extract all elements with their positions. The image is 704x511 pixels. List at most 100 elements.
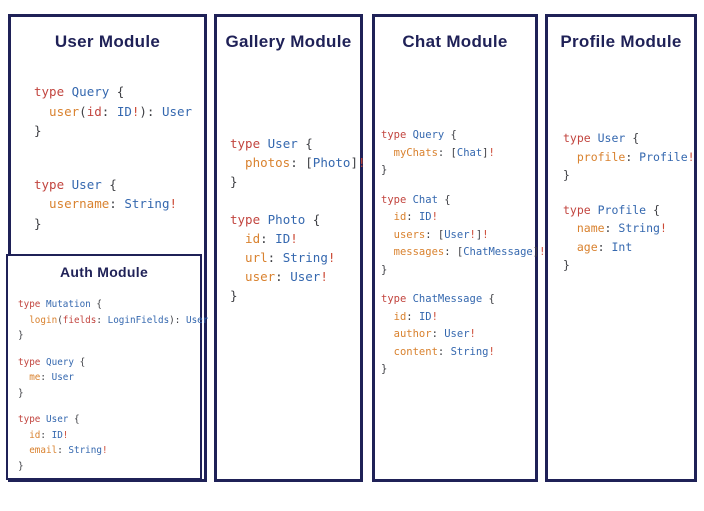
code-token: ] — [532, 246, 540, 258]
code-token: : [ — [437, 146, 457, 159]
code-token: type — [381, 129, 413, 141]
code-token: : — [625, 149, 640, 164]
code-token: ID — [116, 103, 132, 119]
code-token: ! — [539, 246, 546, 258]
code-token: ! — [290, 231, 298, 246]
code-token: } — [230, 174, 238, 189]
code-token: me — [18, 372, 41, 383]
code-line: } — [18, 386, 200, 402]
code-line: login(fields: LoginFields): User — [18, 313, 208, 329]
module-title-profile: Profile Module — [560, 32, 682, 51]
code-token: user — [230, 269, 276, 284]
code-token: ! — [62, 429, 69, 441]
code-token: content — [381, 345, 438, 358]
code-token: profile — [563, 149, 626, 164]
code-block: type Mutation { login(fields: LoginField… — [18, 297, 208, 344]
code-token: User — [290, 269, 321, 284]
code-token: ! — [320, 269, 328, 284]
code-token: : — [431, 328, 445, 340]
code-line: type Chat { — [381, 192, 535, 210]
module-card-profile: Profile Module type User { profile: Prof… — [545, 14, 697, 482]
code-token: ID — [275, 231, 291, 246]
code-line: } — [18, 328, 200, 344]
code-token: ! — [101, 445, 108, 456]
code-token: ): — [139, 103, 162, 119]
code-line: type Query { — [381, 127, 535, 145]
code-token: Chat — [412, 193, 445, 206]
code-token: : — [96, 314, 108, 326]
code-token: : — [260, 231, 276, 246]
code-token: : [ — [290, 155, 313, 170]
code-token: Chat — [456, 146, 483, 159]
code-token: type — [34, 84, 72, 99]
code-block: type Query { myChats: [Chat]!} — [381, 127, 535, 180]
code-token: ! — [131, 103, 140, 119]
code-line: users: [User!]! — [381, 227, 535, 245]
code-block: type Photo { id: ID! url: String! user: … — [230, 210, 360, 305]
code-token: User — [597, 131, 633, 145]
code-line: } — [381, 162, 535, 180]
code-line: content: String! — [381, 344, 535, 362]
code-line: } — [34, 121, 204, 141]
code-token: ID — [51, 429, 63, 441]
code-token: : — [604, 221, 619, 235]
code-token: type — [381, 193, 413, 206]
code-token: String — [618, 221, 660, 235]
code-token: { — [74, 414, 80, 425]
code-token: age — [563, 239, 598, 254]
code-token: username — [34, 196, 110, 211]
code-token: User — [185, 314, 209, 326]
code-token: ID — [418, 310, 432, 323]
code-line: id: ID! — [381, 209, 535, 227]
code-line: me: User — [18, 370, 200, 386]
code-token: id — [230, 231, 261, 246]
code-line: photos: [Photo]! — [230, 153, 365, 172]
code-token: } — [381, 363, 388, 375]
code-token: users — [381, 228, 426, 241]
code-token: ! — [169, 196, 178, 211]
code-line: type Mutation { — [18, 297, 200, 313]
code-line: type Query { — [34, 82, 204, 102]
code-block: type Query { me: User} — [18, 355, 200, 402]
code-token: email — [18, 445, 58, 456]
code-token: myChats — [381, 146, 438, 159]
code-token: photos — [230, 155, 291, 170]
module-card-gallery: Gallery Module type User { photos: [Phot… — [214, 14, 366, 482]
code-block: type User { profile: Profile!} — [563, 129, 695, 185]
code-line: } — [230, 286, 360, 305]
code-token: ChatMessage — [463, 246, 533, 258]
code-token: ChatMessage — [412, 293, 489, 305]
code-token: type — [18, 356, 46, 368]
code-token: { — [488, 293, 495, 305]
module-title-gallery: Gallery Module — [225, 32, 352, 51]
code-line: } — [563, 256, 694, 275]
code-token: ! — [431, 310, 438, 323]
code-blocks-auth: type Mutation { login(fields: LoginField… — [8, 297, 208, 474]
code-line: age: Int — [563, 238, 694, 257]
code-token: : — [406, 211, 419, 223]
code-line: email: String! — [18, 443, 200, 459]
code-token: type — [18, 299, 46, 310]
code-line: id: ID! — [18, 428, 200, 444]
code-line: type User { — [34, 175, 204, 195]
code-token: User — [46, 414, 74, 425]
code-token: Query — [412, 129, 451, 141]
code-token: type — [563, 202, 598, 217]
code-token: ] — [350, 155, 358, 170]
code-token: name — [563, 221, 605, 235]
code-block: type Profile { name: String! age: Int} — [563, 201, 694, 275]
code-token: Mutation — [46, 299, 97, 310]
code-token: { — [109, 176, 117, 192]
code-line: } — [563, 166, 694, 185]
code-token: User — [51, 372, 74, 383]
code-token: type — [18, 414, 46, 425]
code-token: Profile — [597, 202, 654, 217]
code-block: type User { photos: [Photo]!} — [230, 134, 366, 191]
code-token: } — [34, 215, 42, 231]
code-blocks-gallery: type User { photos: [Photo]!} type Photo … — [217, 134, 366, 305]
code-line: username: String! — [34, 194, 204, 214]
code-token: ): — [169, 314, 186, 326]
code-token: user — [34, 103, 80, 119]
code-line: type Profile { — [563, 201, 694, 220]
